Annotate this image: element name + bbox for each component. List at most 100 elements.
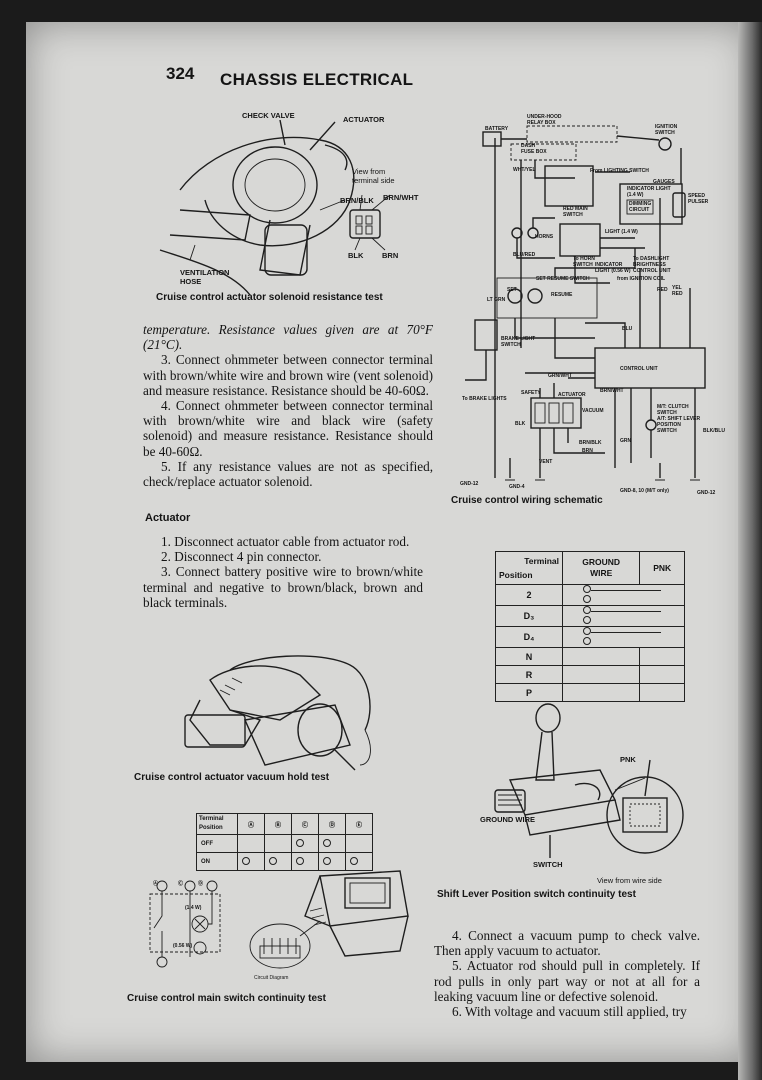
shift-table-cell	[639, 683, 685, 702]
main-switch-cell	[237, 852, 265, 871]
schematic-wire-brn: BRN	[582, 448, 593, 454]
main-switch-row-on: ON	[196, 852, 238, 871]
page-number: 324	[166, 64, 195, 83]
main-switch-col-b: Ⓑ	[264, 813, 292, 835]
para-right-step-5: 5. Actuator rod should pull in completel…	[434, 958, 700, 1004]
continuity-dot	[583, 627, 591, 635]
main-switch-terminal-label: Terminal	[199, 816, 224, 822]
schematic-label-set-resume: SET RESUME SWITCH	[536, 276, 590, 282]
section-heading-actuator: Actuator	[145, 512, 191, 524]
shift-row-n: N	[495, 647, 563, 666]
continuity-dot	[583, 616, 591, 624]
shift-table-cell	[639, 665, 685, 684]
schematic-wire-brn-blk: BRN/BLK	[579, 440, 602, 446]
schematic-wire-blk-blu: BLK/BLU	[703, 428, 725, 434]
schematic-label-indicator-056: INDICATOR LIGHT (0.56 W)	[595, 262, 631, 274]
main-switch-cell	[291, 852, 319, 871]
body-text-right: 4. Connect a vacuum pump to check valve.…	[434, 928, 700, 1019]
circuit-label-d: Ⓓ	[198, 881, 204, 887]
para-right-step-4: 4. Connect a vacuum pump to check valve.…	[434, 928, 700, 959]
label-pnk: PNK	[620, 755, 636, 764]
schematic-wire-blk: BLK	[515, 421, 526, 427]
schematic-label-brake-switch: BRAKE LIGHT SWITCH	[501, 336, 536, 348]
schematic-label-battery: BATTERY	[485, 126, 509, 132]
body-text-actuator: 1. Disconnect actuator cable from actuat…	[143, 534, 423, 610]
schematic-label-from-lighting: From LIGHTING SWITCH	[590, 168, 649, 174]
main-switch-cell	[345, 852, 373, 871]
schematic-label-clutch: M/T: CLUTCH SWITCH A/T: SHIFT LEVER POSI…	[657, 404, 701, 434]
continuity-wire	[591, 632, 661, 634]
continuity-dot	[583, 606, 591, 614]
circuit-label-a: Ⓐ	[153, 881, 159, 887]
schematic-label-control-unit: CONTROL UNIT	[620, 366, 658, 372]
schematic-label-actuator: ACTUATOR	[558, 392, 586, 398]
continuity-dot	[583, 637, 591, 645]
vacuum-hold-drawing	[184, 655, 371, 771]
continuity-wire	[591, 611, 661, 613]
para-step-4: 4. Connect ohmmeter between connector te…	[143, 398, 433, 459]
continuity-dot	[583, 595, 591, 603]
schematic-wire-brn-wht: BRN/WHT	[600, 388, 624, 394]
para-actuator-2: 2. Disconnect 4 pin connector.	[161, 549, 322, 565]
schematic-label-from-ign-coil: from IGNITION COIL	[617, 276, 666, 282]
page-title: CHASSIS ELECTRICAL	[220, 70, 414, 89]
shift-lever-drawing	[494, 703, 684, 858]
schematic-label-fuse-box: DASH FUSE BOX	[521, 143, 547, 155]
continuity-dot	[269, 856, 277, 865]
label-view-wire-side: View from wire side	[597, 876, 662, 885]
para-step-5: 5. If any resistance values are not as s…	[143, 458, 433, 490]
main-switch-position-label: Position	[199, 825, 223, 831]
schematic-label-relay-box: UNDER-HOOD RELAY BOX	[527, 114, 562, 126]
body-text-left: temperature. Resistance values given are…	[143, 322, 433, 489]
wiring-schematic-drawing	[465, 125, 706, 481]
main-switch-col-a: Ⓐ	[237, 813, 265, 835]
shift-row-p: P	[495, 683, 563, 702]
shift-row-r: R	[495, 665, 563, 684]
shift-table-col-ground: GROUND WIRE	[561, 551, 641, 585]
label-brn-blk: BRN/BLK	[340, 196, 374, 205]
shift-table-cell	[561, 683, 641, 702]
shift-row-continuity	[562, 584, 685, 606]
para-step-3: 3. Connect ohmmeter between connector te…	[143, 352, 433, 398]
caption-shift-lever: Shift Lever Position switch continuity t…	[437, 889, 636, 900]
label-actuator: ACTUATOR	[343, 115, 385, 124]
main-switch-table-corner: Terminal Position	[196, 813, 238, 835]
shift-row-2: 2	[495, 584, 563, 606]
shift-table-cell	[561, 665, 641, 684]
shift-row-d3: D₃	[495, 605, 563, 627]
shift-table-cell	[561, 647, 641, 666]
schematic-wire-blu-red: BLU/RED	[513, 252, 536, 258]
shift-row-continuity	[562, 626, 685, 648]
actuator-drawing	[159, 119, 391, 296]
schematic-wire-yel-red: YEL RED	[672, 285, 683, 297]
page-edge-right	[738, 22, 762, 1080]
continuity-dot	[242, 856, 250, 865]
main-switch-col-d: Ⓓ	[318, 813, 346, 835]
continuity-dot	[583, 585, 591, 593]
schematic-label-indicator: INDICATOR LIGHT (1.4 W)	[627, 186, 671, 198]
schematic-label-gnd12: GND-12	[460, 481, 479, 487]
main-switch-drawing	[249, 870, 409, 969]
circuit-label-w14: (1.4 W)	[185, 905, 202, 911]
label-ventilation-hose: VENTILATION HOSE	[180, 268, 230, 286]
main-switch-circuit	[149, 880, 221, 968]
shift-table-position-label: Position	[499, 570, 533, 580]
para-temperature: temperature. Resistance values given are…	[143, 322, 433, 353]
shift-lever-table: Terminal Position GROUND WIRE PNK 2 D₃ D…	[495, 551, 685, 702]
para-actuator-3: 3. Connect battery positive wire to brow…	[143, 564, 423, 610]
label-view-terminal: View from terminal side	[352, 167, 395, 185]
schematic-label-dimming: DIMMING CIRCUIT	[629, 201, 652, 213]
main-switch-cell	[291, 834, 319, 853]
main-switch-cell	[345, 834, 373, 853]
label-brn-wht: BRN/WHT	[383, 193, 419, 202]
label-circuit-diagram: Circuit Diagram	[254, 975, 289, 981]
caption-actuator-solenoid: Cruise control actuator solenoid resista…	[156, 292, 383, 303]
para-right-step-6: 6. With voltage and vacuum still applied…	[452, 1004, 687, 1020]
continuity-dot	[296, 838, 304, 847]
label-ground-wire: GROUND WIRE	[480, 815, 535, 824]
main-switch-col-c: Ⓒ	[291, 813, 319, 835]
schematic-label-gnd4: GND-4	[509, 484, 525, 490]
schematic-wire-blu: BLU	[622, 326, 633, 332]
label-switch: SWITCH	[533, 860, 563, 869]
schematic-label-to-brake: To BRAKE LIGHTS	[462, 396, 507, 402]
